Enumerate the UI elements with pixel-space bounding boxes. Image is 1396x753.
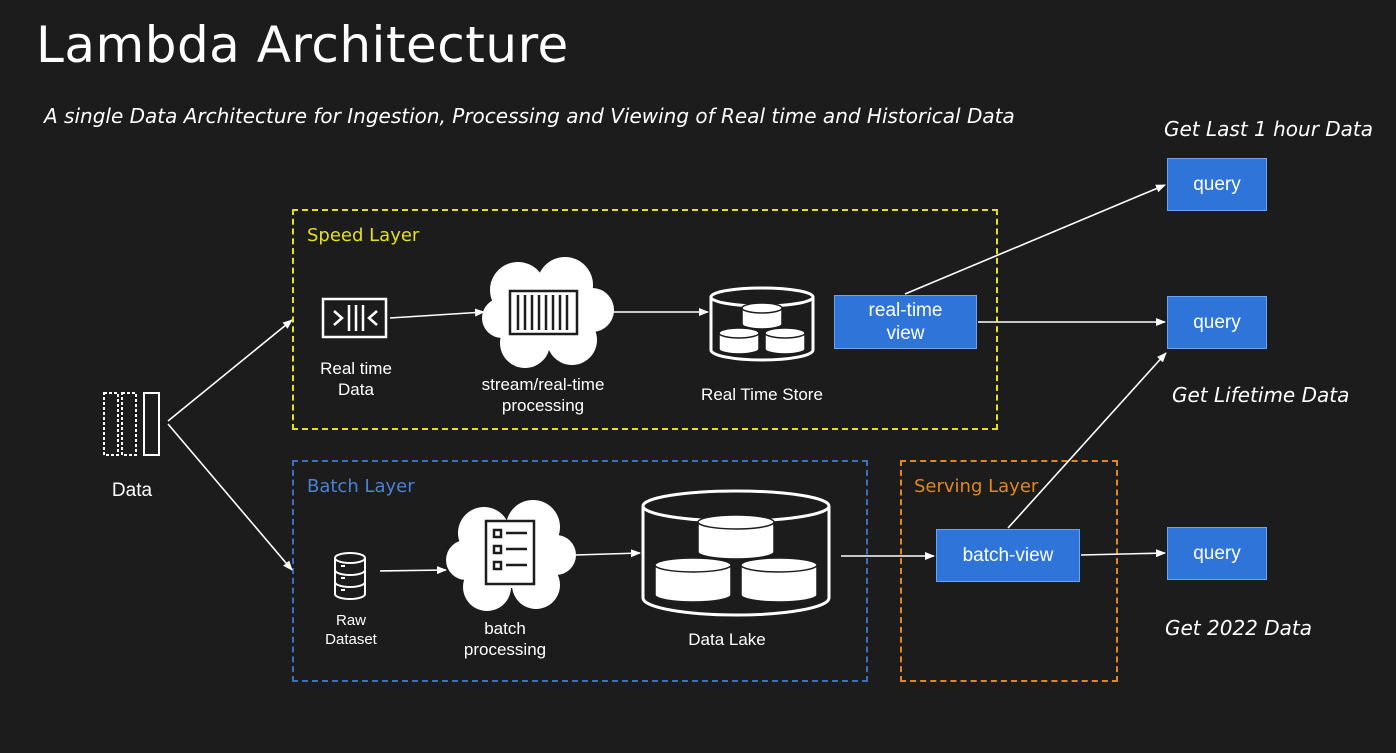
query-button-label: query xyxy=(1193,174,1241,195)
arrow-data-to-batch xyxy=(167,423,293,571)
page-subtitle: A single Data Architecture for Ingestion… xyxy=(44,104,1015,128)
query-button-label: query xyxy=(1193,312,1241,333)
query-caption-last-hour: Get Last 1 hour Data xyxy=(1164,117,1374,141)
batch-processing-label: batch processing xyxy=(463,619,547,659)
stream-processing-label: stream/real-time processing xyxy=(481,375,605,415)
query-caption-2022: Get 2022 Data xyxy=(1165,616,1313,640)
arrow-batch-view-to-query-3 xyxy=(1080,549,1166,558)
raw-dataset-label: Raw Dataset xyxy=(325,612,377,648)
arrow-data-to-speed xyxy=(167,319,293,422)
stream-icon xyxy=(321,297,388,339)
page-title: Lambda Architecture xyxy=(36,16,569,74)
arrow-raw-to-batch xyxy=(379,566,447,575)
data-lake-icon xyxy=(641,489,831,617)
serving-layer-title: Serving Layer xyxy=(914,476,1039,497)
batch-view-box: batch-view xyxy=(936,529,1080,582)
batch-layer-title: Batch Layer xyxy=(307,476,415,497)
query-caption-lifetime: Get Lifetime Data xyxy=(1172,383,1350,407)
arrow-realtime-view-to-query-1 xyxy=(904,184,1166,295)
data-lake-label: Data Lake xyxy=(688,630,766,649)
data-source-label: Data xyxy=(111,480,153,501)
serving-layer-box xyxy=(900,460,1118,682)
batch-view-label: batch-view xyxy=(962,545,1054,566)
arrow-stream-to-processing xyxy=(389,308,485,319)
database-icon xyxy=(334,552,366,600)
query-button-lifetime[interactable]: query xyxy=(1167,296,1267,349)
speed-layer-box xyxy=(292,209,998,430)
cloud-checklist-icon xyxy=(446,500,576,611)
real-time-view-box: real-time view xyxy=(834,295,977,349)
batch-layer-box xyxy=(292,460,868,682)
database-cylinder-icon xyxy=(709,286,815,362)
real-time-view-label: real-time view xyxy=(868,300,943,344)
cloud-processor-icon xyxy=(482,257,614,368)
data-icon xyxy=(103,392,160,456)
arrow-batch-to-lake xyxy=(574,549,641,558)
speed-layer-title: Speed Layer xyxy=(307,225,420,246)
query-button-last-hour[interactable]: query xyxy=(1167,158,1267,211)
arrow-batch-view-to-query-2 xyxy=(1007,352,1167,529)
real-time-store-label: Real Time Store xyxy=(701,385,823,404)
query-button-2022[interactable]: query xyxy=(1167,527,1267,580)
real-time-data-label: Real time Data xyxy=(320,359,392,399)
query-button-label: query xyxy=(1193,543,1241,564)
